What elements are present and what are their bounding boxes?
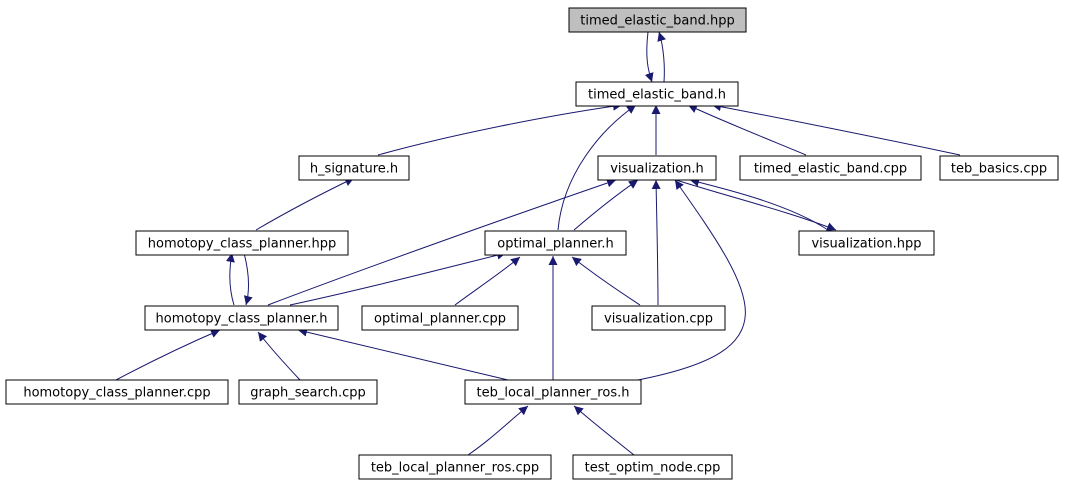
edge-n12-to-n9	[115, 329, 221, 381]
node-n4[interactable]: timed_elastic_band.cpp	[739, 155, 922, 181]
node-n5[interactable]: teb_basics.cpp	[939, 155, 1059, 181]
node-n12[interactable]: homotopy_class_planner.cpp	[5, 379, 229, 405]
node-label: homotopy_class_planner.hpp	[148, 237, 336, 252]
node-n6[interactable]: homotopy_class_planner.hpp	[135, 230, 349, 256]
edge-n15-to-n14	[467, 405, 529, 456]
edge-n11-to-n3	[651, 179, 661, 306]
node-n9[interactable]: homotopy_class_planner.h	[144, 305, 339, 331]
node-label: visualization.cpp	[604, 312, 713, 327]
edge-n16-to-n14	[573, 405, 635, 456]
edge-n3-to-n8	[675, 179, 837, 231]
edge-n9-to-n3	[267, 178, 617, 306]
node-n15[interactable]: teb_local_planner_ros.cpp	[358, 454, 552, 480]
edge-n9-to-n7	[289, 250, 507, 306]
node-n7[interactable]: optimal_planner.h	[484, 230, 627, 256]
node-label: visualization.h	[610, 162, 704, 177]
node-label: timed_elastic_band.hpp	[580, 14, 734, 29]
node-n3[interactable]: visualization.h	[597, 155, 717, 181]
node-label: visualization.hpp	[811, 237, 921, 252]
node-n14[interactable]: teb_local_planner_ros.h	[464, 379, 642, 405]
edge-n5-to-n1	[711, 102, 961, 156]
node-n1[interactable]: timed_elastic_band.h	[575, 81, 739, 107]
node-n8[interactable]: visualization.hpp	[798, 230, 935, 256]
edge-n14-to-n3	[637, 179, 746, 381]
node-label: homotopy_class_planner.cpp	[23, 386, 210, 401]
node-n2[interactable]: h_signature.h	[298, 155, 410, 181]
node-n10[interactable]: optimal_planner.cpp	[361, 305, 519, 331]
node-label: timed_elastic_band.h	[588, 88, 726, 103]
edge-n6-to-n9	[243, 252, 253, 306]
node-label: graph_search.cpp	[250, 386, 366, 401]
edge-n10-to-n7	[454, 256, 521, 306]
node-label: test_optim_node.cpp	[585, 461, 721, 476]
edge-n4-to-n1	[687, 104, 807, 156]
node-label: teb_local_planner_ros.h	[477, 386, 630, 401]
node-label: teb_basics.cpp	[951, 162, 1047, 177]
edge-n0-to-n1	[644, 31, 654, 83]
node-label: optimal_planner.h	[497, 237, 614, 252]
node-label: homotopy_class_planner.h	[156, 312, 328, 327]
node-n16[interactable]: test_optim_node.cpp	[572, 454, 733, 480]
node-label: teb_local_planner_ros.cpp	[371, 461, 539, 476]
node-label: optimal_planner.cpp	[374, 312, 506, 327]
edge-n1-to-n0	[657, 31, 666, 83]
edge-n11-to-n7	[571, 256, 641, 306]
edge-n14-to-n9	[297, 327, 509, 381]
node-n13[interactable]: graph_search.cpp	[238, 379, 378, 405]
edge-n9-to-n6	[225, 252, 235, 306]
node-n0[interactable]: timed_elastic_band.hpp	[568, 7, 747, 33]
edge-n2-to-n1	[377, 101, 623, 156]
edge-n7-to-n1	[557, 104, 637, 231]
edge-n6-to-n2	[255, 177, 355, 231]
edge-n7-to-n3	[573, 179, 639, 231]
node-label: h_signature.h	[310, 162, 398, 177]
node-n11[interactable]: visualization.cpp	[591, 305, 726, 331]
node-label: timed_elastic_band.cpp	[754, 162, 907, 177]
edge-n13-to-n9	[257, 331, 301, 381]
